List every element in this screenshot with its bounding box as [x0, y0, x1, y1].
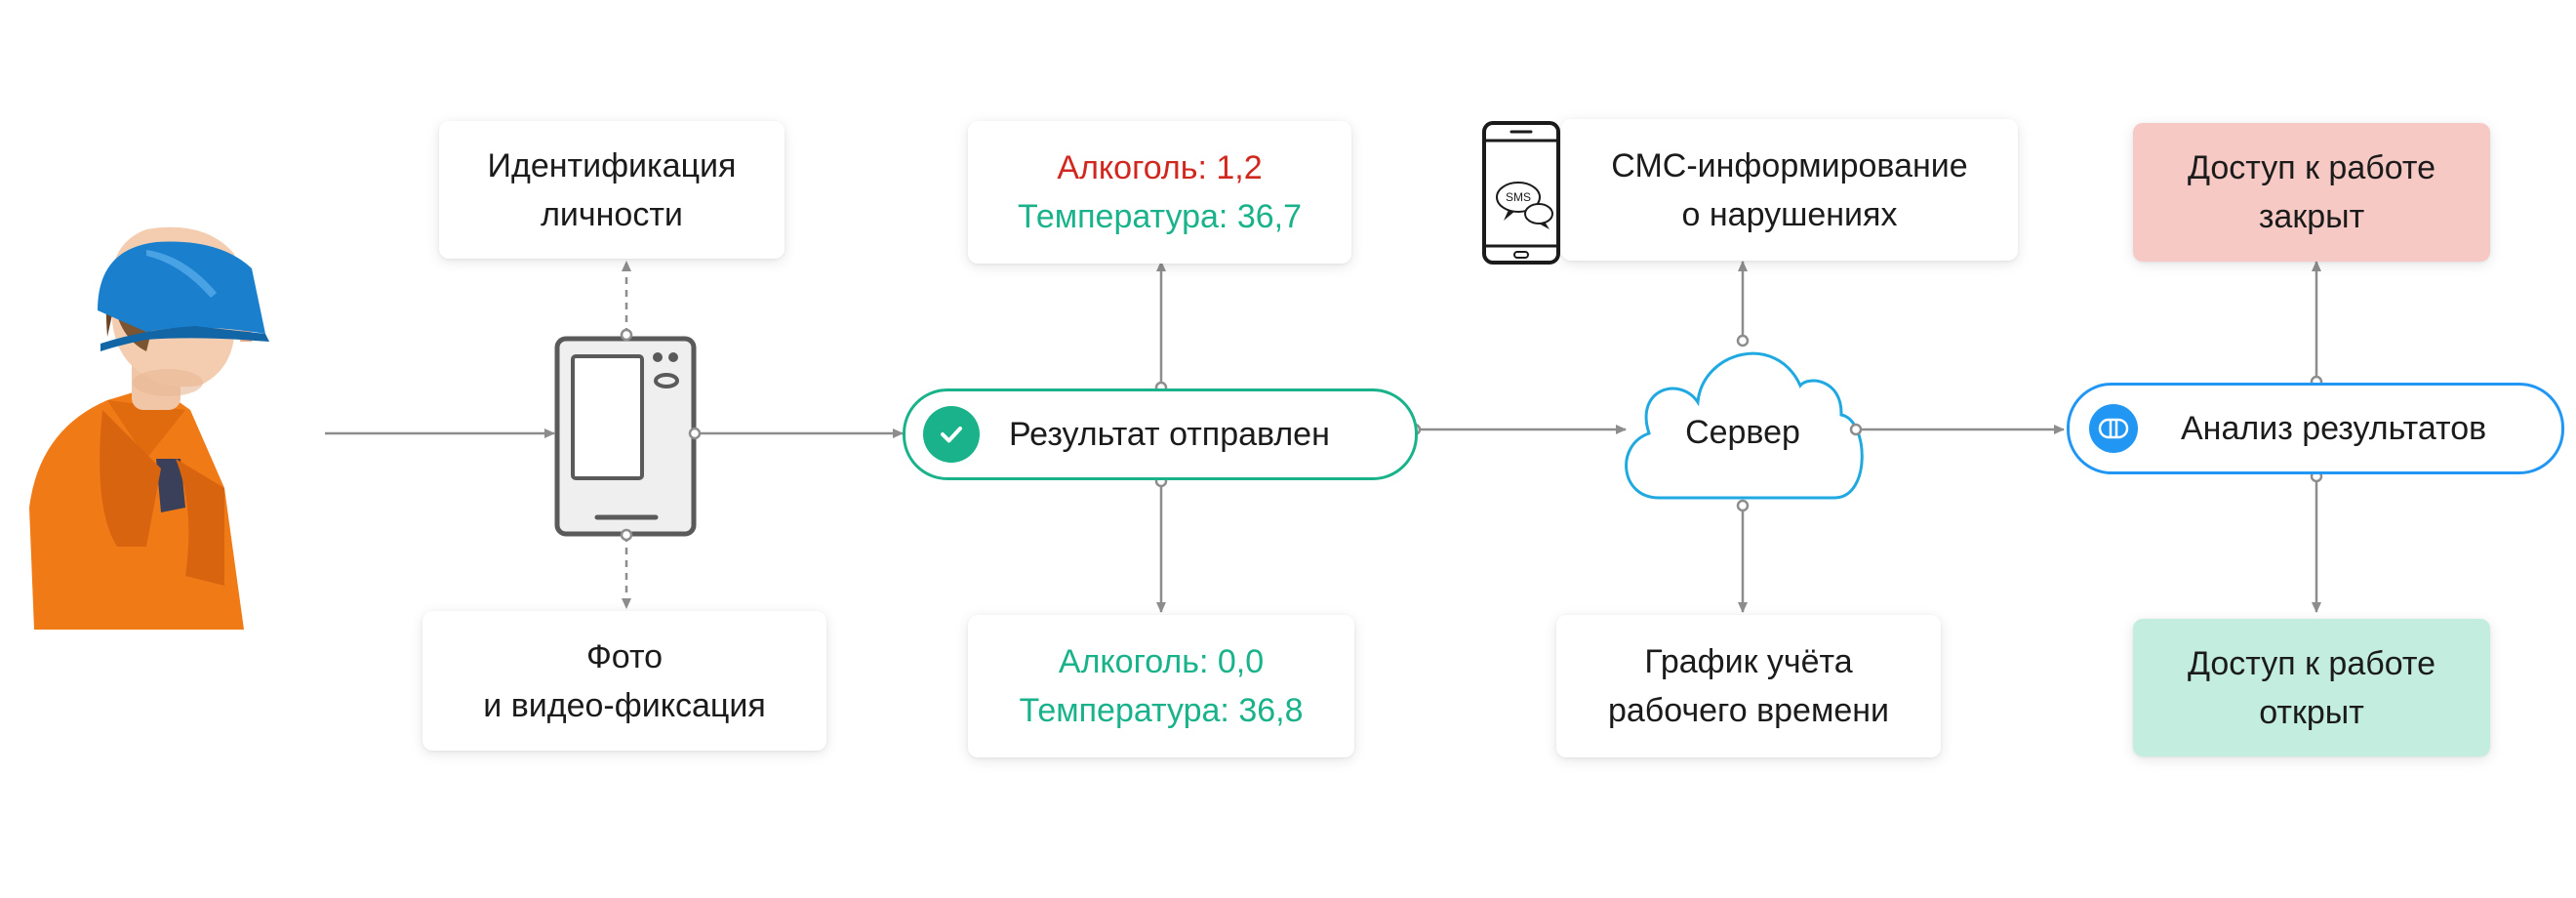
worker-illustration — [29, 226, 269, 630]
result-violation-box: Алкоголь: 1,2 Температура: 36,7 — [968, 121, 1351, 264]
access-closed-line-2: закрыт — [2258, 198, 2365, 235]
check-circle-icon — [923, 406, 980, 463]
sms-line-1: СМС-информирование — [1611, 146, 1968, 184]
server-label: Сервер — [1685, 414, 1800, 451]
sms-line-2: о нарушениях — [1681, 195, 1898, 233]
identification-box: Идентификация личности — [439, 121, 785, 259]
alcohol-normal-value: Алкоголь: 0,0 — [1058, 643, 1265, 680]
photo-video-box: Фото и видео-фиксация — [423, 611, 826, 751]
access-open-line-2: открыт — [2259, 693, 2364, 731]
photo-line-2: и видео-фиксация — [483, 686, 766, 724]
photo-line-1: Фото — [585, 637, 664, 675]
access-open-line-1: Доступ к работе — [2187, 644, 2435, 682]
temperature-violation-value: Температура: 36,7 — [1018, 198, 1302, 235]
timesheet-box: График учёта рабочего времени — [1556, 615, 1941, 757]
timesheet-line-1: График учёта — [1644, 643, 1853, 680]
access-closed-line-1: Доступ к работе — [2187, 149, 2435, 186]
identification-line-1: Идентификация — [487, 146, 737, 184]
terminal-device — [554, 336, 697, 537]
sms-notification-box: СМС-информирование о нарушениях — [1561, 119, 2018, 261]
connectors — [325, 261, 2321, 613]
analysis-label: Анализ результатов — [2181, 409, 2487, 447]
timesheet-line-2: рабочего времени — [1607, 692, 1890, 729]
smartphone-sms-icon: SMS — [1482, 121, 1560, 265]
temperature-normal-value: Температура: 36,8 — [1019, 692, 1304, 729]
analysis-node: Анализ результатов — [2067, 383, 2564, 474]
result-sent-node: Результат отправлен — [903, 388, 1418, 480]
result-normal-box: Алкоголь: 0,0 Температура: 36,8 — [968, 615, 1354, 757]
access-open-box: Доступ к работе открыт — [2133, 619, 2490, 756]
alcohol-violation-value: Алкоголь: 1,2 — [1057, 149, 1263, 186]
identification-line-2: личности — [541, 195, 683, 233]
analysis-icon — [2089, 404, 2138, 453]
access-closed-box: Доступ к работе закрыт — [2133, 123, 2490, 262]
result-sent-label: Результат отправлен — [1009, 415, 1330, 453]
sms-icon-text: SMS — [1506, 190, 1531, 204]
